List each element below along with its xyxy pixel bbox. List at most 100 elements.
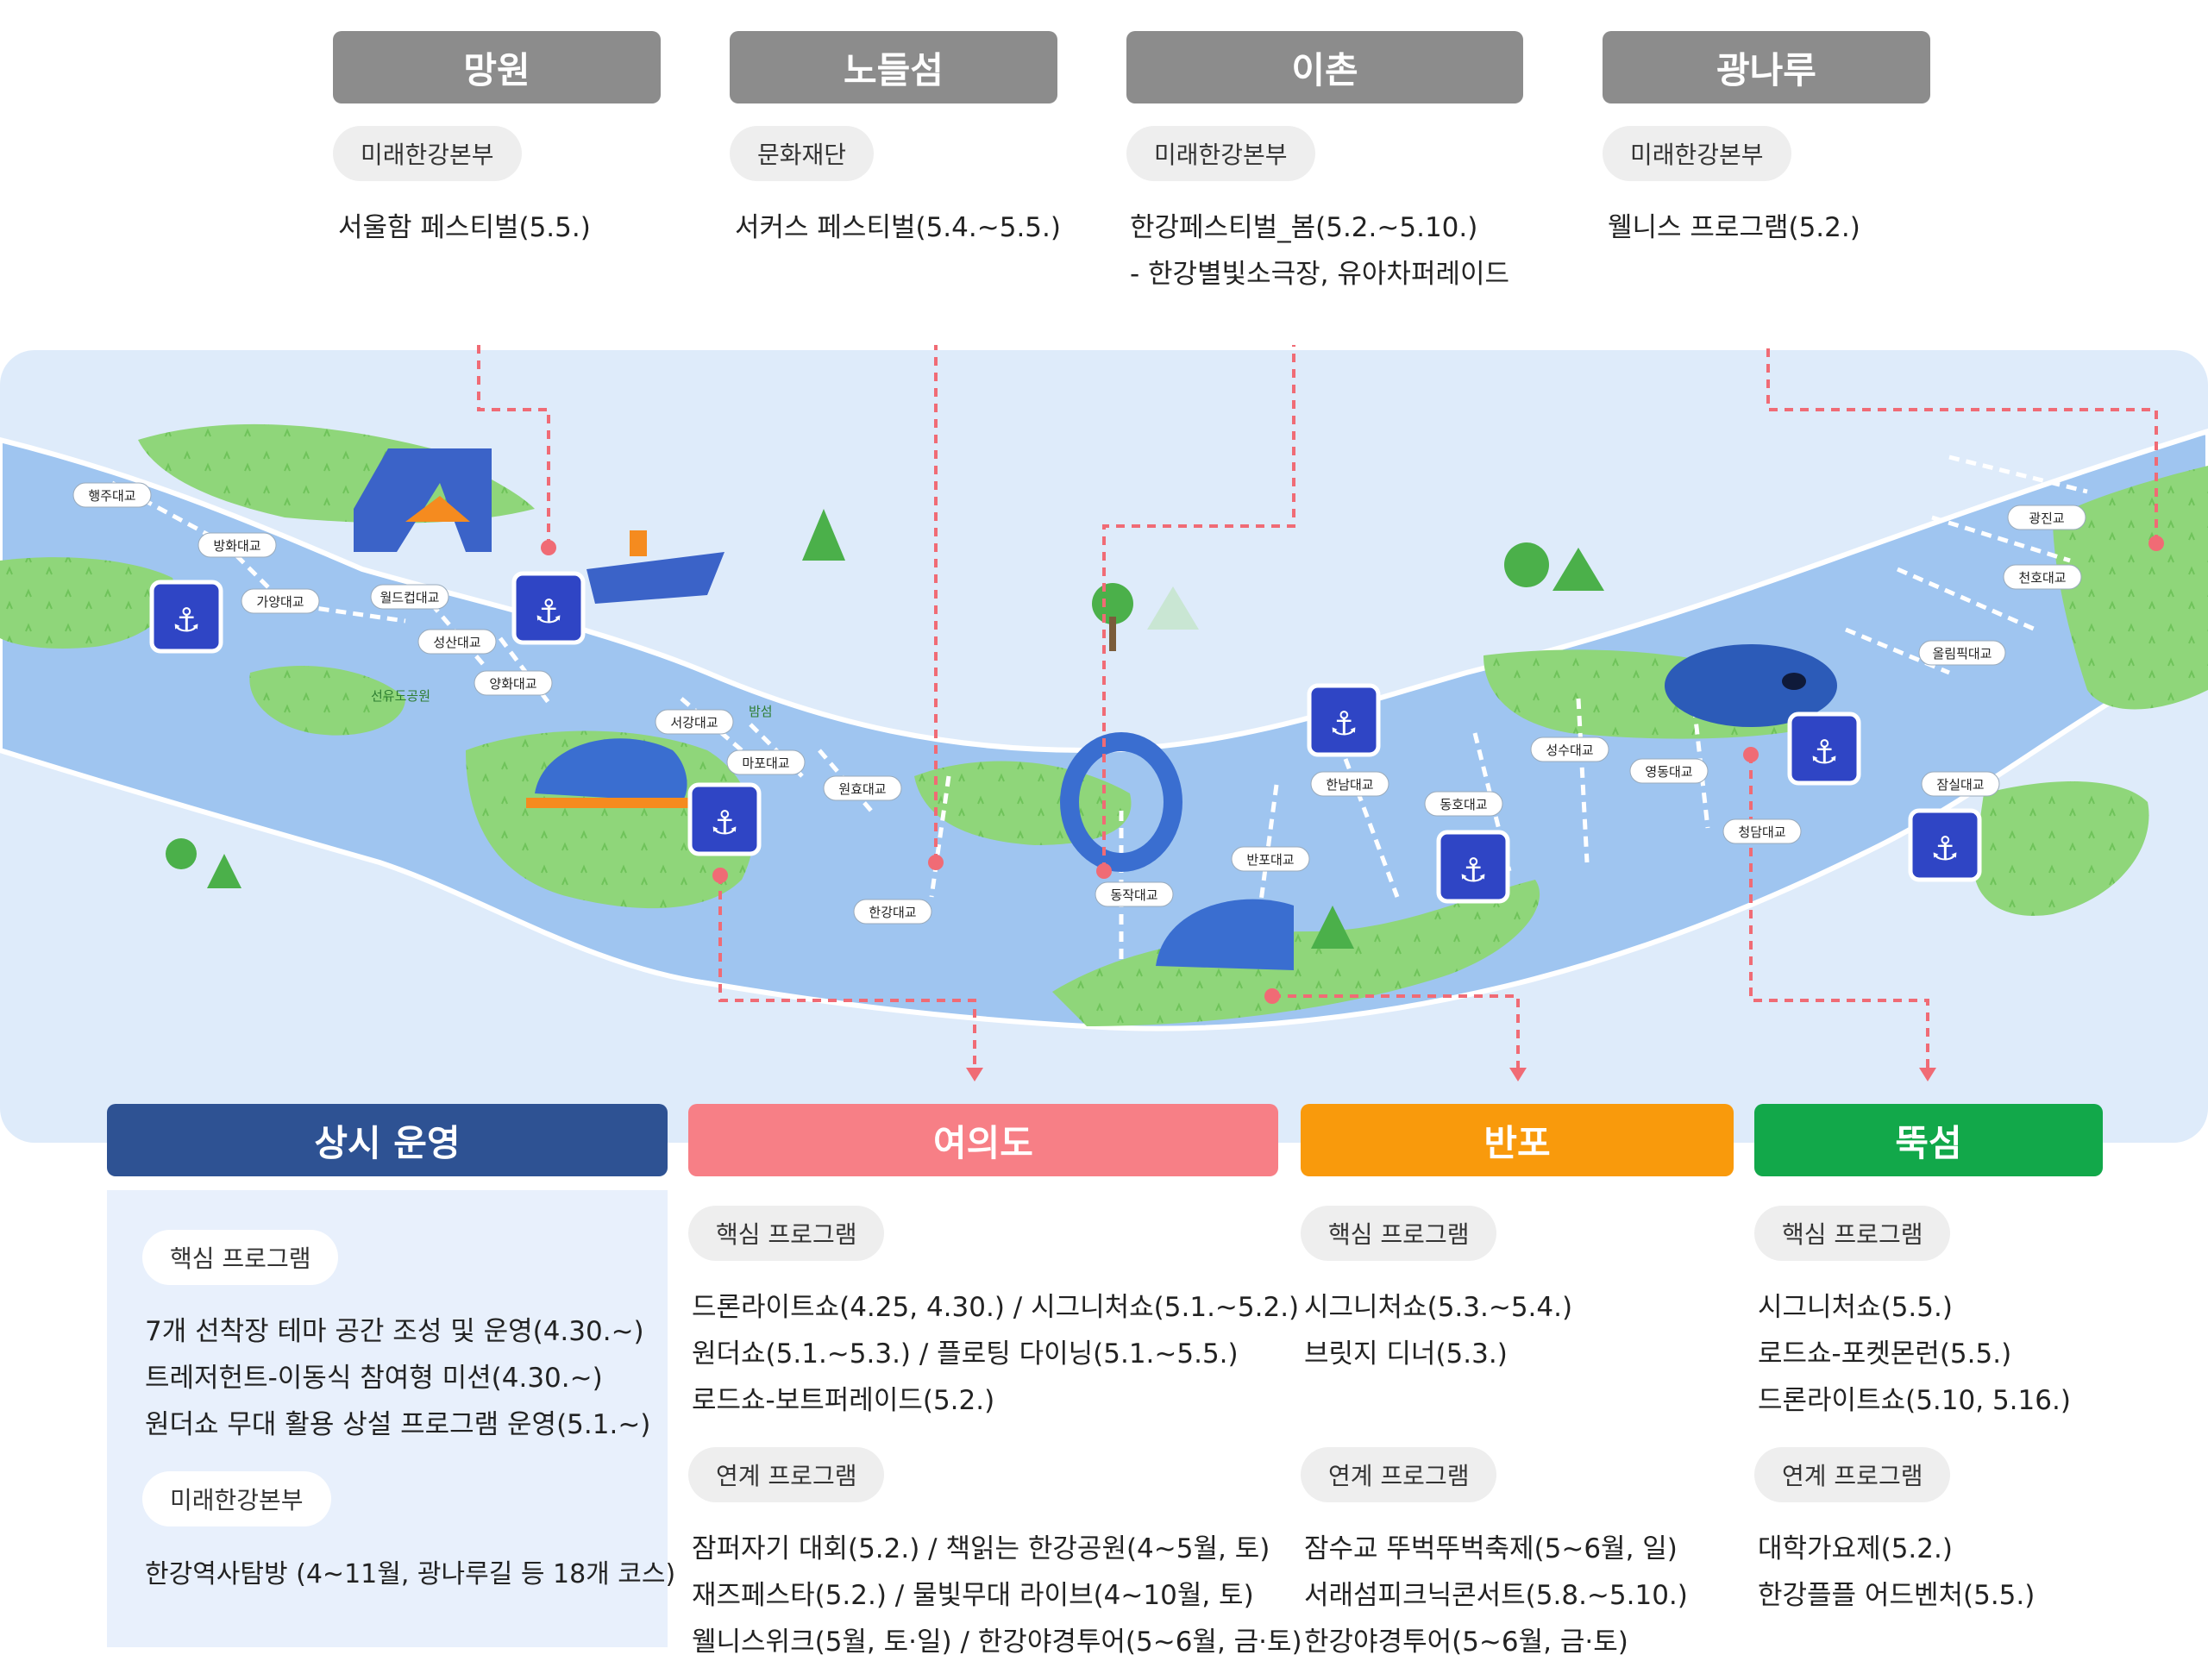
bridge-label: 원효대교 (823, 775, 902, 801)
section-header-always: 상시 운영 (107, 1104, 668, 1176)
program-line: 한강역사탐방 (4~11월, 광나루길 등 18개 코스) (145, 1559, 676, 1589)
bridge-label: 한남대교 (1310, 771, 1389, 797)
banpo-building-landmark (1156, 899, 1294, 970)
program-line: 시그니처쇼(5.5.) (1758, 1292, 1953, 1323)
core-program-chip: 핵심 프로그램 (1754, 1206, 1951, 1261)
program-line: 한강플플 어드벤처(5.5.) (1758, 1580, 2036, 1611)
svg-text:한남대교: 한남대교 (1326, 778, 1373, 793)
section-header-banpo: 반포 (1301, 1104, 1734, 1176)
bridge-label: 잠실대교 (1921, 771, 2000, 797)
bridge-label: 마포대교 (726, 749, 806, 775)
program-line: 브릿지 디너(5.3.) (1304, 1338, 1508, 1370)
bridge-label: 영동대교 (1629, 758, 1709, 784)
tent-landmark (354, 448, 492, 552)
bridge-label: 가양대교 (241, 588, 320, 614)
program-line: 원더쇼 무대 활용 상설 프로그램 운영(5.1.~) (145, 1409, 651, 1440)
svg-text:동작대교: 동작대교 (1110, 888, 1157, 903)
svg-text:올림픽대교: 올림픽대교 (1932, 647, 1992, 661)
bridge-label: 청담대교 (1722, 818, 1802, 844)
program-line: 서울함 페스티벌(5.5.) (338, 212, 591, 243)
bridge-labels: 행주대교 방화대교 가양대교 월드컵대교 성산대교 양화대교 서강대교 마포대교… (72, 482, 2086, 925)
connectors (477, 345, 2158, 1074)
dock-icon: ⚓ (687, 782, 762, 856)
svg-text:마포대교: 마포대교 (742, 756, 789, 771)
bridge-label: 반포대교 (1231, 846, 1310, 872)
linked-program-chip: 연계 프로그램 (1301, 1447, 1497, 1502)
jamsil-bank (1973, 781, 2149, 916)
svg-text:서강대교: 서강대교 (670, 716, 718, 730)
han-river-map: ⚓ ⚓ ⚓ ⚓ ⚓ ⚓ ⚓ 행주대교 방화대교 가양대교 월드컵대교 성산대교 (0, 345, 2208, 1143)
bridge-label: 동호대교 (1424, 791, 1503, 817)
bridge-label: 올림픽대교 (1918, 640, 2006, 666)
program-line: 로드쇼-보트퍼레이드(5.2.) (692, 1385, 995, 1416)
section-header-yeouido: 여의도 (688, 1104, 1278, 1176)
svg-text:동호대교: 동호대교 (1440, 798, 1487, 812)
dock-icon: ⚓ (1787, 711, 1861, 786)
svg-text:잠실대교: 잠실대교 (1936, 778, 1984, 793)
bridge-label: 양화대교 (474, 670, 553, 696)
svg-text:한강대교: 한강대교 (869, 906, 916, 920)
program-line: 잠퍼자기 대회(5.2.) / 책읽는 한강공원(4~5월, 토) (692, 1533, 1270, 1564)
program-line: 원더쇼(5.1.~5.3.) / 플로팅 다이닝(5.1.~5.5.) (692, 1338, 1239, 1370)
linked-program-chip: 연계 프로그램 (688, 1447, 885, 1502)
svg-text:청담대교: 청담대교 (1738, 825, 1785, 840)
dock-markers: ⚓ ⚓ ⚓ ⚓ ⚓ ⚓ ⚓ (149, 571, 1982, 904)
bridge-label: 동작대교 (1095, 881, 1174, 907)
program-line: 한강야경투어(5~6월, 금·토) (1304, 1627, 1628, 1658)
svg-text:행주대교: 행주대교 (88, 489, 135, 504)
svg-text:반포대교: 반포대교 (1246, 853, 1294, 868)
program-line: 로드쇼-포켓몬런(5.5.) (1758, 1338, 2012, 1370)
svg-text:월드컵대교: 월드컵대교 (380, 591, 439, 605)
svg-text:천호대교: 천호대교 (2018, 571, 2066, 586)
svg-text:⚓: ⚓ (534, 592, 563, 630)
east-bank (2053, 466, 2208, 710)
district-header-mangwon: 망원 (333, 31, 661, 103)
loop-landmark (1060, 732, 1182, 872)
seonyudo-bank (249, 665, 405, 736)
bridge-label: 서강대교 (655, 709, 734, 735)
program-line: 서커스 페스티벌(5.4.~5.5.) (735, 212, 1061, 243)
connector-arrows (966, 1068, 1936, 1081)
program-line: 서래섬피크닉콘서트(5.8.~5.10.) (1304, 1580, 1688, 1611)
svg-text:⚓: ⚓ (1329, 705, 1358, 743)
core-program-chip: 핵심 프로그램 (142, 1230, 339, 1285)
dock-icon: ⚓ (1307, 683, 1381, 757)
org-chip: 문화재단 (730, 126, 875, 181)
dock-icon: ⚓ (511, 571, 586, 645)
program-line: 한강페스티벌_봄(5.2.~5.10.) (1130, 212, 1478, 243)
bridge-label: 방화대교 (198, 532, 277, 558)
trees (166, 509, 1604, 949)
bridge-label: 성수대교 (1530, 737, 1609, 762)
program-line: 웰니스위크(5월, 토·일) / 한강야경투어(5~6월, 금·토) (692, 1627, 1302, 1658)
program-line: 웰니스 프로그램(5.2.) (1608, 212, 1860, 243)
program-line: - 한강별빛소극장, 유아차퍼레이드 (1130, 259, 1510, 290)
svg-text:⚓: ⚓ (1458, 851, 1488, 889)
org-chip: 미래한강본부 (1603, 126, 1791, 181)
linked-program-chip: 연계 프로그램 (1754, 1447, 1951, 1502)
svg-text:영동대교: 영동대교 (1645, 765, 1692, 780)
program-line: 트레저헌트-이동식 참여형 미션(4.30.~) (145, 1363, 603, 1394)
dock-icon: ⚓ (1908, 808, 1982, 882)
bridge-label: 광진교 (2007, 505, 2086, 530)
place-label: 선유도공원 (371, 689, 430, 704)
svg-text:방화대교: 방화대교 (213, 539, 260, 554)
bridge-label: 월드컵대교 (370, 584, 449, 610)
svg-text:⚓: ⚓ (1930, 830, 1960, 868)
program-line: 재즈페스타(5.2.) / 물빛무대 라이브(4~10월, 토) (692, 1580, 1254, 1611)
program-line: 드론라이트쇼(4.25, 4.30.) / 시그니처쇼(5.1.~5.2.) (692, 1292, 1300, 1323)
bridge-label: 한강대교 (853, 899, 932, 925)
svg-text:원효대교: 원효대교 (838, 782, 886, 797)
svg-text:광진교: 광진교 (2029, 511, 2064, 526)
program-line: 7개 선착장 테마 공간 조성 및 운영(4.30.~) (145, 1316, 644, 1347)
core-program-chip: 핵심 프로그램 (688, 1206, 885, 1261)
ttukseom-dome-landmark (1665, 644, 1837, 727)
program-line: 대학가요제(5.2.) (1758, 1533, 1953, 1564)
svg-text:가양대교: 가양대교 (256, 595, 304, 610)
connector-dots (541, 536, 2164, 1004)
dock-icon: ⚓ (149, 580, 223, 654)
svg-text:⚓: ⚓ (172, 601, 201, 639)
north-bank-left (0, 557, 174, 649)
ship-landmark (586, 530, 724, 604)
district-header-ichon: 이촌 (1126, 31, 1523, 103)
north-bank-west (138, 423, 535, 523)
